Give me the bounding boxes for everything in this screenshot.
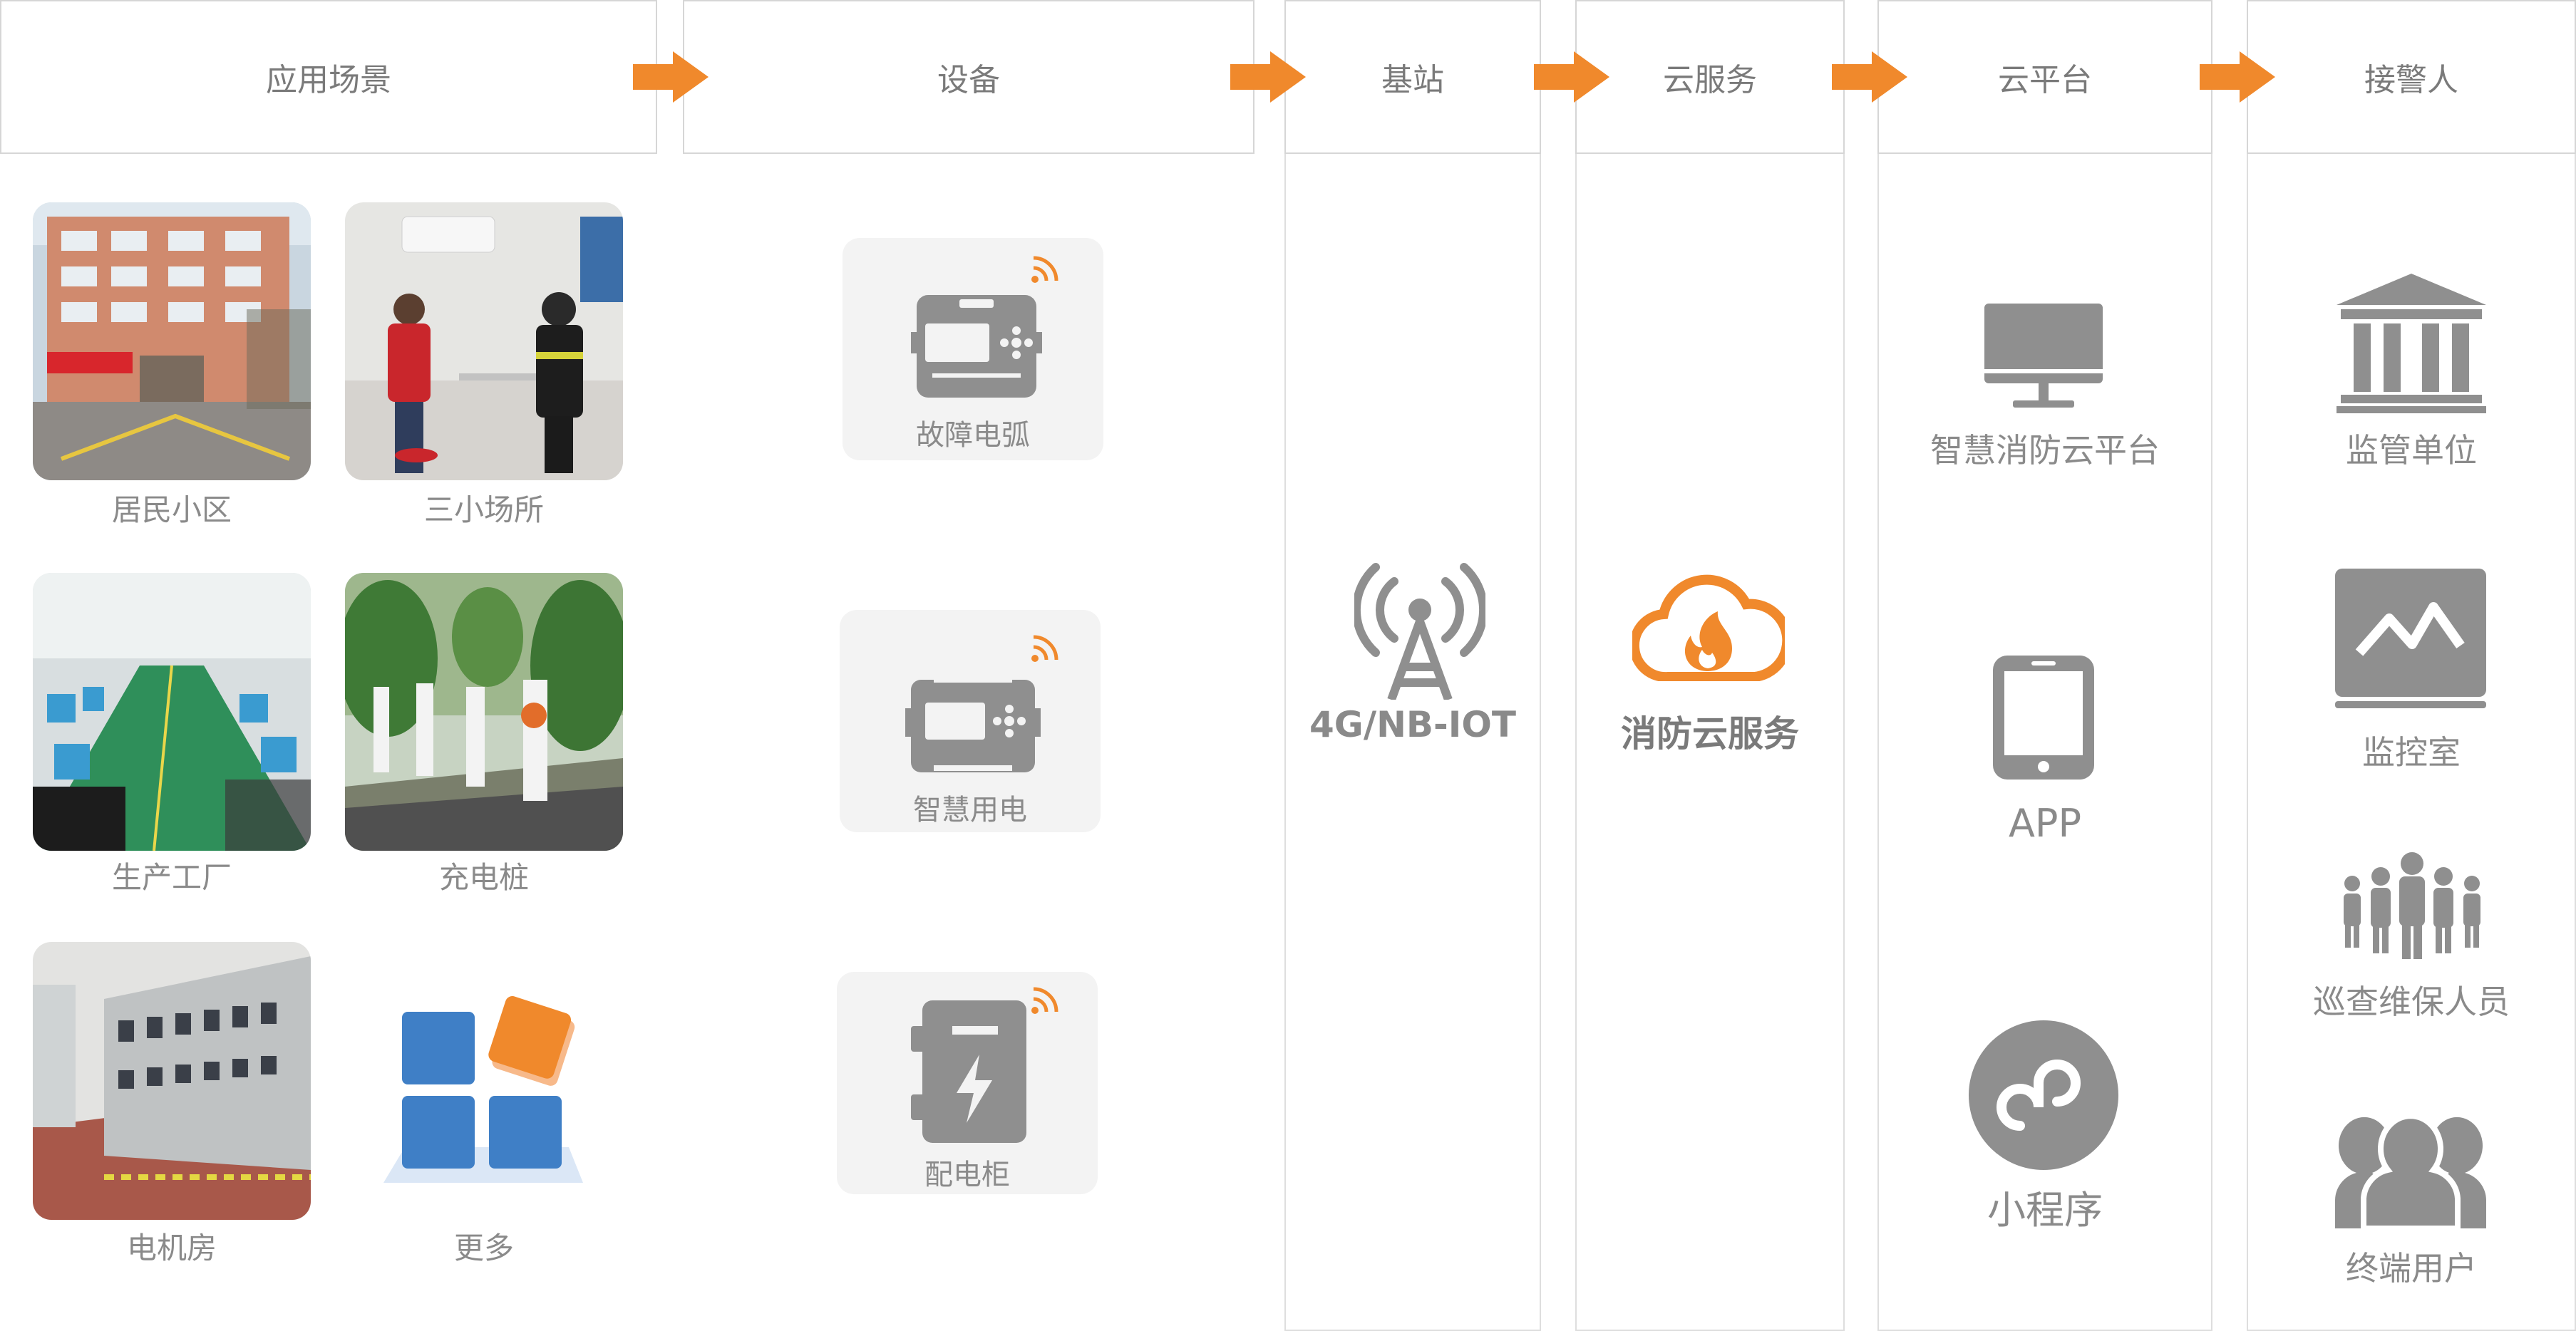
scenario-label: 居民小区 xyxy=(111,492,232,527)
wifi-signal-icon xyxy=(1031,987,1058,1014)
base-station-label: 4G/NB-IOT xyxy=(1309,704,1516,745)
platform-label: 智慧消防云平台 xyxy=(1930,431,2160,470)
device-label: 智慧用电 xyxy=(913,794,1027,827)
header-receivers: 接警人 xyxy=(2247,0,2576,154)
government-building-icon xyxy=(2337,274,2486,413)
base-station-column xyxy=(1284,154,1541,1331)
header-scenarios: 应用场景 xyxy=(0,0,657,154)
wifi-signal-icon xyxy=(1031,256,1058,283)
photo-residential xyxy=(33,202,311,480)
header-label: 云平台 xyxy=(1998,62,2092,98)
distribution-cabinet-icon xyxy=(911,1000,1026,1143)
device-label: 配电柜 xyxy=(924,1159,1010,1191)
photo-small-venue xyxy=(345,202,623,480)
scenario-label: 更多 xyxy=(453,1231,514,1265)
arc-fault-detector-icon xyxy=(911,295,1042,398)
cell-tower-icon xyxy=(1354,563,1485,700)
photo-motor-room xyxy=(33,942,311,1220)
cloud-service-label: 消防云服务 xyxy=(1621,713,1799,755)
header-label: 基站 xyxy=(1381,62,1444,98)
cloud-platform-column xyxy=(1877,154,2212,1331)
receiver-label: 监管单位 xyxy=(2346,431,2477,470)
scenario-label: 充电桩 xyxy=(438,860,529,895)
flow-arrow-icon xyxy=(1534,51,1609,103)
scenario-label: 电机房 xyxy=(126,1231,217,1265)
header-cloud-service: 云服务 xyxy=(1575,0,1845,154)
scenario-label: 三小场所 xyxy=(423,492,544,527)
more-apps-icon xyxy=(383,996,583,1183)
device-card-smart-power: 智慧用电 xyxy=(840,610,1101,832)
photo-charging-pile xyxy=(345,573,623,851)
header-label: 接警人 xyxy=(2364,62,2458,98)
mini-program-icon xyxy=(1969,1020,2118,1170)
cloud-fire-icon xyxy=(1632,574,1785,681)
cloud-service-column xyxy=(1575,154,1845,1331)
scenario-label: 生产工厂 xyxy=(111,860,232,895)
device-card-distribution-cabinet: 配电柜 xyxy=(837,972,1098,1194)
header-cloud-platform: 云平台 xyxy=(1877,0,2212,154)
flow-arrow-icon xyxy=(2200,51,2275,103)
header-base-station: 基站 xyxy=(1284,0,1541,154)
receiver-label: 巡查维保人员 xyxy=(2313,983,2510,1021)
flow-arrow-icon xyxy=(1230,51,1306,103)
header-label: 云服务 xyxy=(1663,62,1757,98)
header-devices: 设备 xyxy=(683,0,1254,154)
photo-factory xyxy=(33,573,311,851)
platform-label: 小程序 xyxy=(1987,1188,2103,1233)
monitor-icon xyxy=(1984,304,2103,408)
receivers-column xyxy=(2247,154,2576,1331)
users-icon xyxy=(2335,1113,2486,1228)
monitoring-screen-icon xyxy=(2335,569,2486,708)
smart-power-meter-icon xyxy=(905,677,1041,772)
tablet-icon xyxy=(1993,656,2094,780)
wifi-signal-icon xyxy=(1031,635,1058,662)
device-label: 故障电弧 xyxy=(916,419,1030,452)
receiver-label: 终端用户 xyxy=(2346,1249,2477,1288)
receiver-label: 监控室 xyxy=(2362,733,2461,772)
flow-arrow-icon xyxy=(633,51,709,103)
platform-label: APP xyxy=(2008,801,2082,846)
header-label: 应用场景 xyxy=(266,62,391,98)
flow-arrow-icon xyxy=(1832,51,1907,103)
team-icon xyxy=(2344,852,2480,959)
header-label: 设备 xyxy=(937,62,1000,98)
device-card-arc-fault: 故障电弧 xyxy=(843,238,1103,460)
